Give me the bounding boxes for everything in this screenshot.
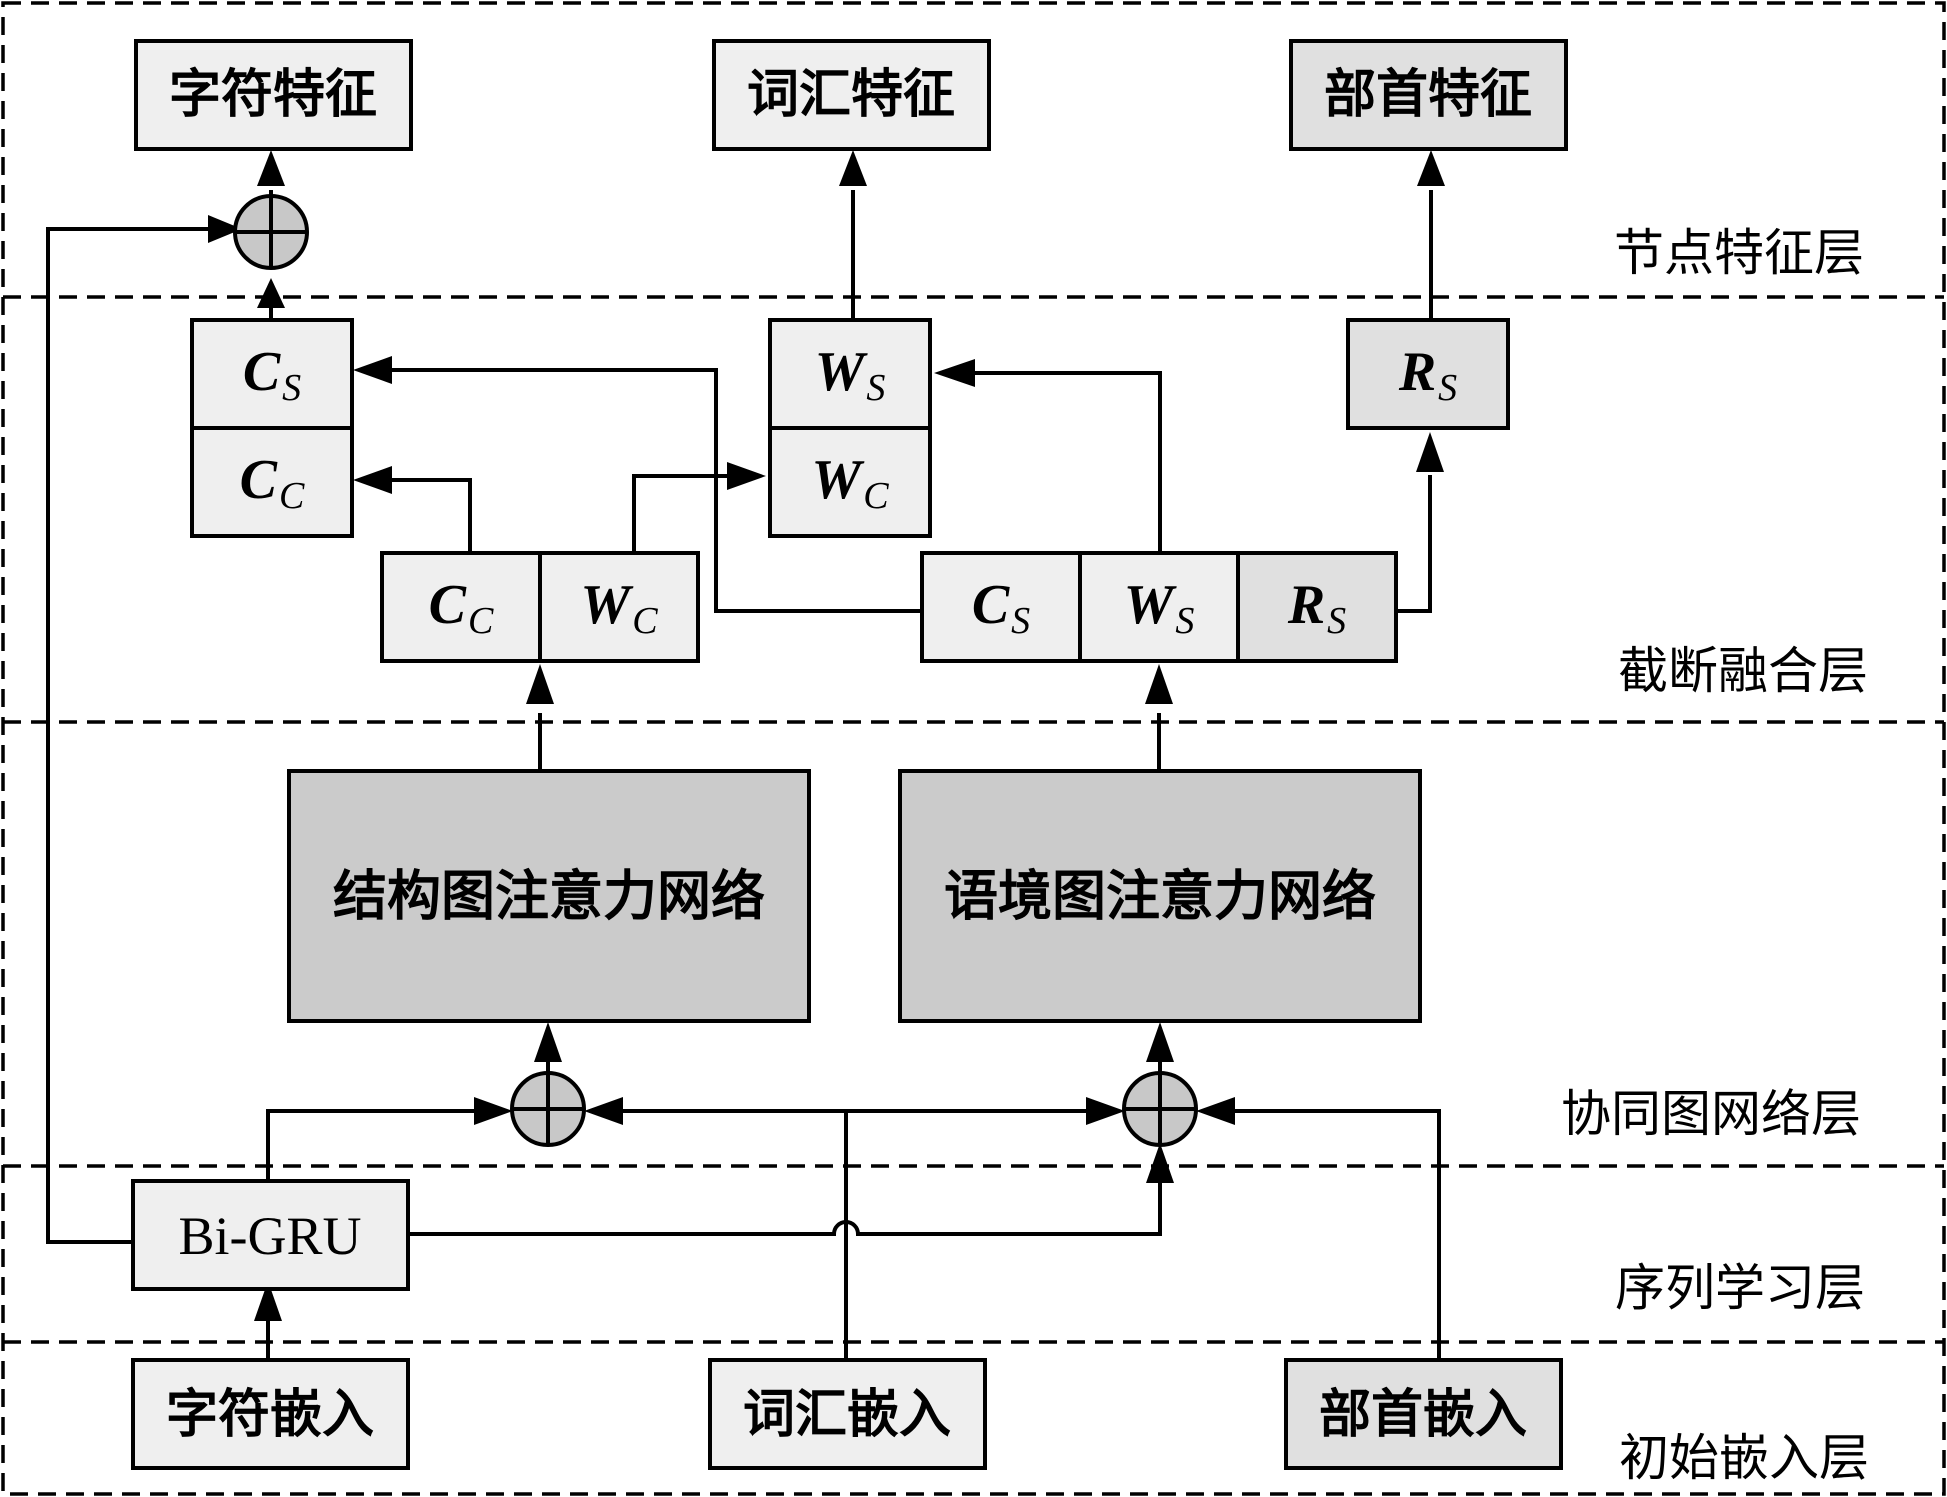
arrowhead — [353, 466, 392, 494]
ws-label: WS — [815, 341, 886, 409]
connector-line — [408, 1178, 1162, 1236]
arrowhead — [1086, 1097, 1125, 1125]
arrowhead — [257, 150, 285, 186]
arrowhead — [526, 664, 554, 704]
cs-fusion-label: CS — [972, 574, 1030, 642]
wc-fusion-label: WC — [580, 574, 658, 642]
word-stack: WS WC — [768, 318, 932, 538]
radical-feature-label: 部首特征 — [1324, 65, 1532, 125]
arrowhead — [1146, 1143, 1174, 1183]
layer-label-node-feature: 节点特征层 — [1614, 224, 1864, 282]
connector-line — [1226, 1109, 1441, 1359]
arrowhead — [474, 1097, 513, 1125]
arrowhead — [727, 462, 766, 490]
layer-label-initial-embedding: 初始嵌入层 — [1619, 1429, 1869, 1487]
connector-line — [632, 474, 727, 552]
layer-label-collaborative-graph: 协同图网络层 — [1561, 1085, 1861, 1143]
wc-label: WC — [811, 449, 889, 517]
structural-gat-box: 结构图注意力网络 — [287, 769, 811, 1023]
connector-line — [392, 368, 921, 613]
connector-line — [1396, 475, 1432, 613]
arrowhead — [584, 1097, 623, 1125]
arrowhead — [208, 215, 242, 243]
connector-line — [975, 371, 1162, 552]
char-embed-box: 字符嵌入 — [131, 1358, 410, 1470]
arrowhead — [934, 359, 975, 387]
arrowhead — [534, 1022, 562, 1062]
cc-fusion-label: CC — [429, 574, 494, 642]
arrowhead — [254, 1281, 282, 1321]
word-embed-box: 词汇嵌入 — [708, 1358, 987, 1470]
arrowhead — [1196, 1097, 1235, 1125]
connector-line — [266, 1109, 484, 1180]
radical-feature-box: 部首特征 — [1289, 39, 1568, 151]
structural-gat-label: 结构图注意力网络 — [333, 865, 765, 928]
word-embed-label: 词汇嵌入 — [743, 1385, 951, 1445]
arrowhead — [353, 356, 392, 384]
arrowhead — [839, 150, 867, 186]
context-gat-box: 语境图注意力网络 — [898, 769, 1422, 1023]
arrowhead — [1417, 150, 1445, 186]
structural-fusion-output: CC WC — [380, 551, 700, 663]
connector-line — [46, 227, 214, 1244]
connector-line — [392, 478, 472, 552]
radical-stack: RS — [1346, 318, 1510, 430]
concat-operator-structural — [510, 1071, 586, 1147]
char-feature-label: 字符特征 — [169, 65, 377, 125]
concat-operator-context — [1122, 1071, 1198, 1147]
arrowhead — [1416, 432, 1444, 472]
char-feature-box: 字符特征 — [134, 39, 413, 151]
ws-fusion-label: WS — [1124, 574, 1195, 642]
arrowhead — [1145, 664, 1173, 704]
cs-label: CS — [243, 341, 301, 409]
word-feature-box: 词汇特征 — [712, 39, 991, 151]
concat-operator-top — [233, 194, 309, 270]
arrowhead — [257, 278, 285, 308]
context-gat-label: 语境图注意力网络 — [944, 865, 1376, 928]
arrowhead — [1146, 1022, 1174, 1062]
word-feature-label: 词汇特征 — [747, 65, 955, 125]
layer-label-truncation-fusion: 截断融合层 — [1618, 642, 1868, 700]
char-stack: CS CC — [190, 318, 354, 538]
radical-embed-box: 部首嵌入 — [1284, 1358, 1563, 1470]
bigru-box: Bi-GRU — [131, 1179, 410, 1291]
radical-embed-label: 部首嵌入 — [1319, 1385, 1527, 1445]
rs-fusion-label: RS — [1287, 574, 1346, 642]
cc-label: CC — [240, 449, 305, 517]
char-embed-label: 字符嵌入 — [166, 1385, 374, 1445]
rs-label: RS — [1398, 341, 1457, 409]
context-fusion-output: CS WS RS — [920, 551, 1398, 663]
layer-label-sequence-learning: 序列学习层 — [1615, 1259, 1865, 1317]
bigru-label: Bi-GRU — [178, 1206, 361, 1266]
